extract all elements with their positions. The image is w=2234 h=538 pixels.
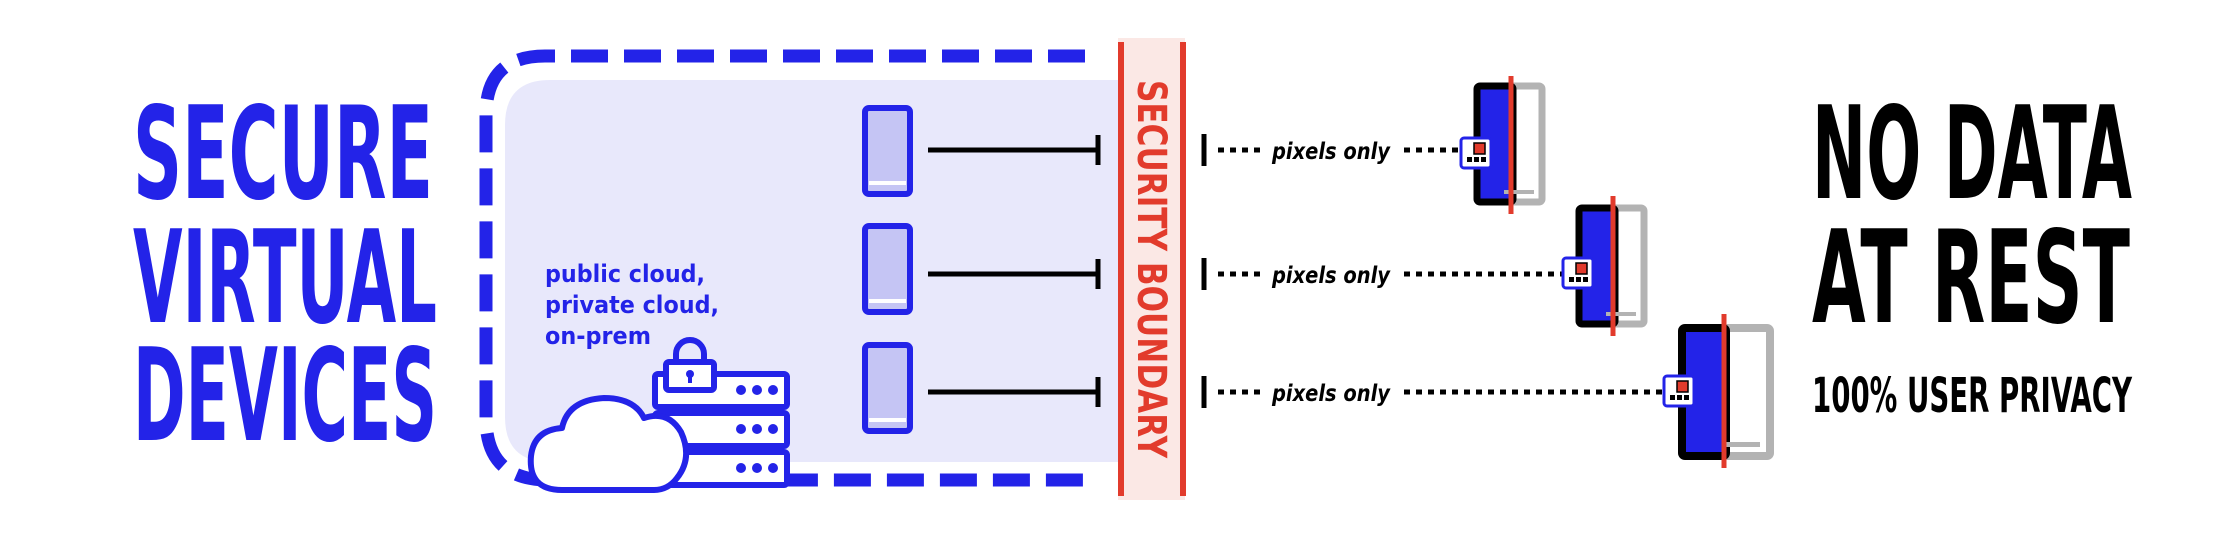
virtual-device-1 [862, 105, 1101, 197]
virtual-phone-icon [862, 223, 913, 315]
left-title: SECURE VIRTUAL DEVICES [133, 80, 437, 471]
app-icon [1561, 256, 1595, 290]
right-title: NO DATA AT REST 100% USER PRIVACY [1812, 80, 2133, 424]
location-public-cloud: public cloud, [545, 260, 705, 288]
security-boundary-label: SECURITY BOUNDARY [1128, 80, 1174, 459]
pixels-only-label: pixels only [1271, 263, 1391, 289]
physical-device-2 [1561, 196, 1648, 336]
virtual-environment-dashed-border [479, 49, 1085, 487]
virtual-device-3 [862, 342, 1101, 434]
pixels-only-label: pixels only [1271, 381, 1391, 407]
right-title-line-1: NO DATA [1812, 80, 2132, 229]
location-on-prem: on-prem [545, 322, 651, 350]
security-boundary: SECURITY BOUNDARY [1118, 38, 1186, 500]
right-title-line-2: AT REST [1812, 204, 2130, 353]
security-boundary-band [1118, 38, 1185, 500]
physical-device-3 [1662, 314, 1774, 468]
app-icon [1459, 136, 1493, 170]
cloud-icon [527, 395, 690, 493]
hosting-locations: public cloud, private cloud, on-prem [545, 260, 719, 350]
physical-device-1 [1459, 76, 1546, 214]
app-icon [1662, 374, 1696, 408]
virtual-phone-icon [862, 342, 913, 434]
connection-2: pixels only [1201, 258, 1562, 290]
lock-icon [663, 337, 717, 393]
server-stack-icon [652, 371, 790, 488]
pixels-only-label: pixels only [1271, 139, 1391, 165]
virtual-phone-icon [862, 105, 913, 197]
physical-device-icon [1575, 196, 1648, 336]
left-title-line-1: SECURE [133, 80, 433, 229]
connection-1: pixels only [1201, 134, 1460, 166]
virtual-environment [479, 49, 1118, 487]
left-title-line-2: VIRTUAL [133, 204, 437, 353]
virtual-device-2 [862, 223, 1101, 315]
virtual-environment-panel [505, 80, 1118, 462]
location-private-cloud: private cloud, [545, 291, 719, 319]
connection-3: pixels only [1201, 376, 1664, 408]
left-title-line-3: DEVICES [133, 322, 437, 471]
right-subtitle: 100% USER PRIVACY [1812, 368, 2133, 424]
